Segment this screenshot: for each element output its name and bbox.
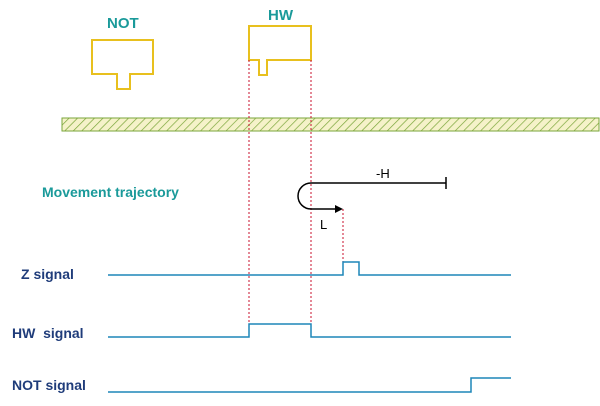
hw-signal-label: HW signal bbox=[12, 325, 84, 341]
not-switch-label: NOT bbox=[107, 15, 139, 32]
trajectory-turnaround bbox=[297, 182, 312, 210]
not-signal-label: NOT signal bbox=[12, 377, 86, 393]
low-speed-label: L bbox=[320, 217, 327, 232]
hw-signal-waveform bbox=[108, 323, 511, 338]
not-signal-waveform bbox=[108, 377, 511, 393]
not-switch-shape bbox=[91, 39, 154, 90]
trajectory bbox=[297, 177, 447, 213]
low-speed-arrowhead bbox=[335, 205, 343, 213]
rail bbox=[61, 117, 600, 132]
high-speed-label: -H bbox=[376, 166, 390, 181]
z-signal-waveform bbox=[108, 261, 511, 276]
hw-switch-label: HW bbox=[268, 7, 294, 24]
movement-trajectory-label: Movement trajectory bbox=[42, 184, 179, 200]
hw-switch-shape bbox=[248, 25, 312, 76]
z-signal-label: Z signal bbox=[21, 266, 74, 282]
